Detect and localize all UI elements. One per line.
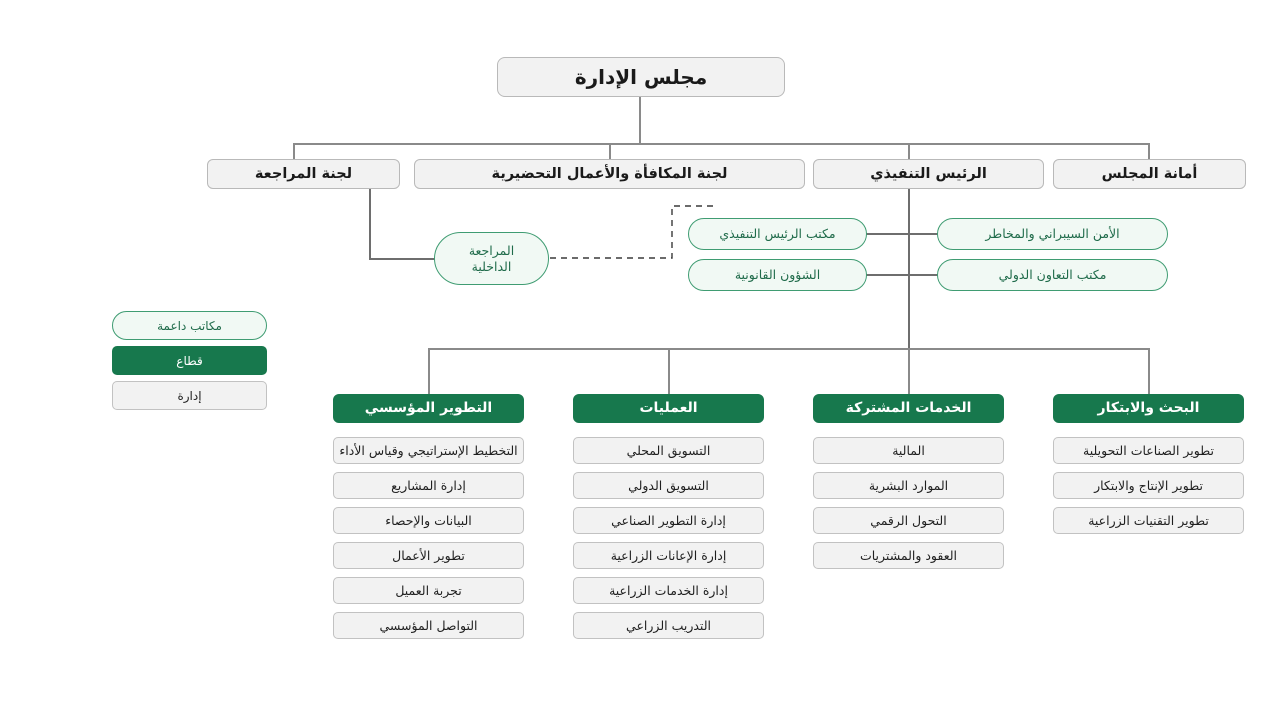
legend-item-department: إدارة [112, 381, 267, 410]
connector-ceo-office-link [866, 233, 944, 235]
connector-level2-bus [293, 143, 1149, 145]
node-department-label: التدريب الزراعي [626, 617, 711, 633]
node-department[interactable]: تطوير الأعمال [333, 542, 524, 569]
connector-sectors-bus [428, 348, 1149, 350]
node-board-of-directors-label: مجلس الإدارة [574, 64, 708, 89]
node-department-label: إدارة التطوير الصناعي [611, 512, 726, 528]
node-internal-audit[interactable]: المراجعة الداخلية [434, 232, 549, 285]
node-department[interactable]: التواصل المؤسسي [333, 612, 524, 639]
node-ceo-office-label: مكتب الرئيس التنفيذي [719, 226, 836, 242]
node-sector-shared-services-label: الخدمات المشتركة [845, 399, 972, 416]
connector-legal-affairs-link [866, 274, 944, 276]
node-remuneration-committee-label: لجنة المكافأة والأعمال التحضيرية [491, 165, 728, 182]
node-sector-institutional-development-label: التطوير المؤسسي [364, 399, 493, 416]
connector-drop-audit-committee [293, 143, 295, 161]
legend-item-support-offices-label: مكاتب داعمة [157, 318, 222, 333]
node-department-label: التسويق الدولي [628, 477, 709, 493]
node-department-label: تطوير الأعمال [392, 547, 465, 563]
node-department[interactable]: تطوير التقنيات الزراعية [1053, 507, 1244, 534]
node-department-label: التحول الرقمي [870, 512, 947, 528]
node-board-secretariat[interactable]: أمانة المجلس [1053, 159, 1246, 189]
legend-item-support-offices: مكاتب داعمة [112, 311, 267, 340]
node-department-label: إدارة الخدمات الزراعية [609, 582, 728, 598]
node-department[interactable]: إدارة الإعانات الزراعية [573, 542, 764, 569]
connector-board-stem [639, 96, 641, 144]
node-department-label: الموارد البشرية [868, 477, 949, 493]
node-board-of-directors[interactable]: مجلس الإدارة [497, 57, 785, 97]
node-department[interactable]: الموارد البشرية [813, 472, 1004, 499]
node-chief-executive-officer-label: الرئيس التنفيذي [870, 165, 987, 182]
node-department[interactable]: إدارة التطوير الصناعي [573, 507, 764, 534]
connector-drop-institutional-development [428, 348, 430, 394]
node-department-label: إدارة الإعانات الزراعية [610, 547, 727, 563]
node-audit-committee-label: لجنة المراجعة [254, 165, 353, 182]
node-sector-research-innovation[interactable]: البحث والابتكار [1053, 394, 1244, 423]
node-department-label: التسويق المحلي [626, 442, 711, 458]
node-audit-committee[interactable]: لجنة المراجعة [207, 159, 400, 189]
connector-audit-vertical [369, 188, 371, 259]
node-department-label: إدارة المشاريع [391, 477, 466, 493]
node-internal-audit-label: المراجعة الداخلية [468, 242, 515, 274]
node-department-label: تجربة العميل [395, 582, 462, 598]
node-department-label: العقود والمشتريات [859, 547, 958, 563]
node-department-label: البيانات والإحصاء [385, 512, 472, 528]
node-department[interactable]: التحول الرقمي [813, 507, 1004, 534]
node-cybersecurity-risk[interactable]: الأمن السيبراني والمخاطر [937, 218, 1168, 250]
node-sector-operations-label: العمليات [639, 399, 698, 416]
connector-drop-remuneration-committee [609, 143, 611, 161]
connector-drop-research-innovation [1148, 348, 1150, 394]
node-department-label: التخطيط الإستراتيجي وقياس الأداء [339, 442, 518, 458]
node-department[interactable]: تطوير الإنتاج والابتكار [1053, 472, 1244, 499]
node-legal-affairs[interactable]: الشؤون القانونية [688, 259, 867, 291]
connector-audit-horizontal [369, 258, 437, 260]
node-department[interactable]: التسويق الدولي [573, 472, 764, 499]
node-department-label: المالية [892, 442, 925, 458]
node-department[interactable]: التدريب الزراعي [573, 612, 764, 639]
node-board-secretariat-label: أمانة المجلس [1101, 165, 1198, 182]
node-sector-institutional-development[interactable]: التطوير المؤسسي [333, 394, 524, 423]
node-remuneration-committee[interactable]: لجنة المكافأة والأعمال التحضيرية [414, 159, 805, 189]
connector-drop-operations [668, 348, 670, 394]
node-department[interactable]: تجربة العميل [333, 577, 524, 604]
legend-item-department-label: إدارة [177, 388, 202, 403]
node-department[interactable]: التسويق المحلي [573, 437, 764, 464]
node-sector-operations[interactable]: العمليات [573, 394, 764, 423]
node-department[interactable]: إدارة الخدمات الزراعية [573, 577, 764, 604]
node-international-cooperation-office-label: مكتب التعاون الدولي [998, 267, 1107, 283]
node-department[interactable]: تطوير الصناعات التحويلية [1053, 437, 1244, 464]
node-sector-shared-services[interactable]: الخدمات المشتركة [813, 394, 1004, 423]
node-department-label: التواصل المؤسسي [379, 617, 478, 633]
node-cybersecurity-risk-label: الأمن السيبراني والمخاطر [985, 226, 1120, 242]
node-chief-executive-officer[interactable]: الرئيس التنفيذي [813, 159, 1044, 189]
node-department-label: تطوير الصناعات التحويلية [1083, 442, 1214, 458]
legend-item-sector: قطاع [112, 346, 267, 375]
node-department[interactable]: المالية [813, 437, 1004, 464]
node-international-cooperation-office[interactable]: مكتب التعاون الدولي [937, 259, 1168, 291]
node-department[interactable]: إدارة المشاريع [333, 472, 524, 499]
node-sector-research-innovation-label: البحث والابتكار [1097, 399, 1200, 416]
node-department-label: تطوير التقنيات الزراعية [1088, 512, 1209, 528]
node-ceo-office[interactable]: مكتب الرئيس التنفيذي [688, 218, 867, 250]
connector-drop-shared-services [908, 348, 910, 394]
node-department[interactable]: البيانات والإحصاء [333, 507, 524, 534]
node-department[interactable]: التخطيط الإستراتيجي وقياس الأداء [333, 437, 524, 464]
legend-item-sector-label: قطاع [176, 353, 203, 368]
connector-drop-ceo [908, 143, 910, 161]
connector-drop-board-secretariat [1148, 143, 1150, 161]
node-department-label: تطوير الإنتاج والابتكار [1094, 477, 1203, 493]
node-department[interactable]: العقود والمشتريات [813, 542, 1004, 569]
node-legal-affairs-label: الشؤون القانونية [734, 267, 821, 283]
